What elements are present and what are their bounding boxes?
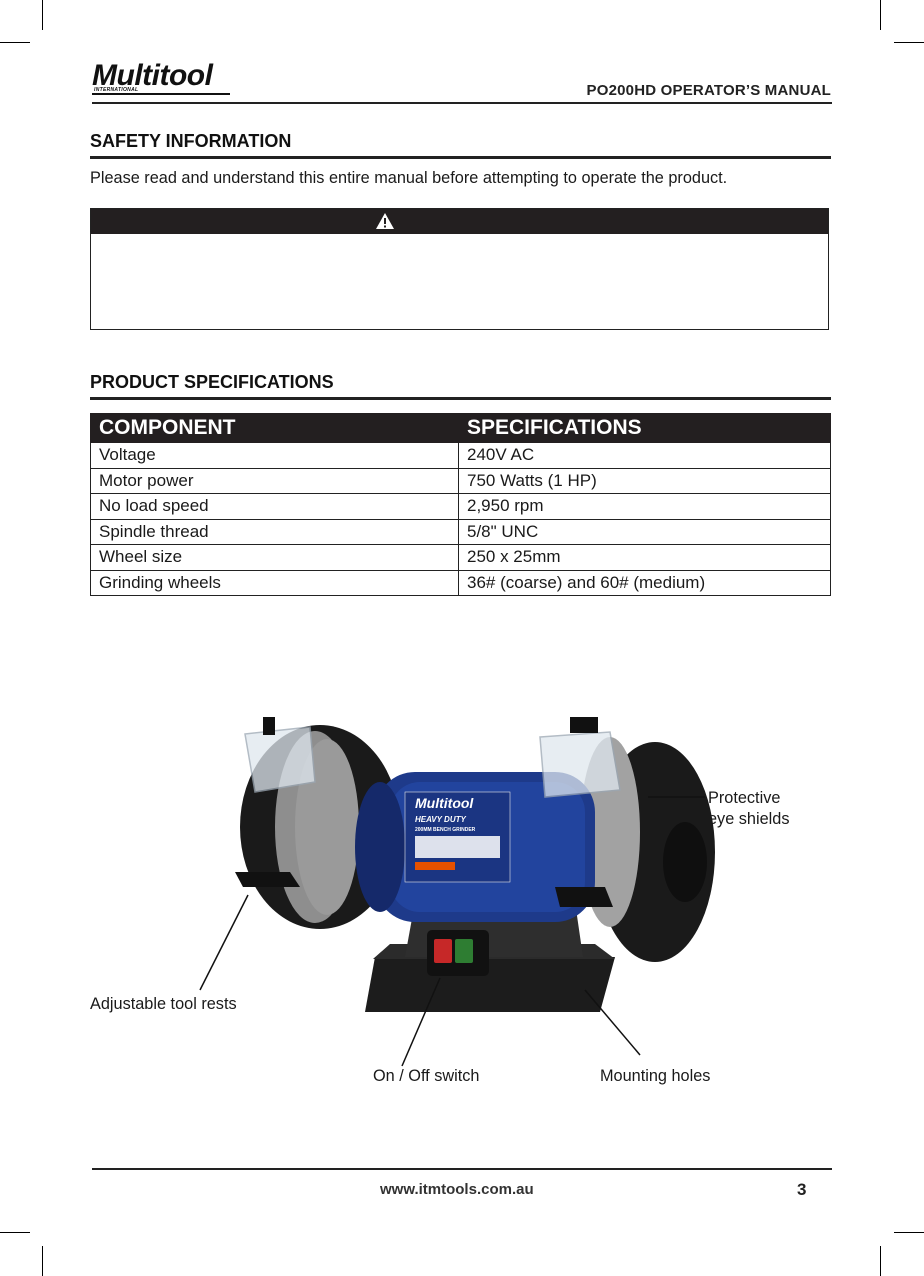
crop-mark: [880, 0, 881, 30]
footer-url: www.itmtools.com.au: [380, 1181, 534, 1198]
component-cell: Spindle thread: [90, 518, 459, 545]
motor-line1: HEAVY DUTY: [415, 815, 466, 824]
left-eye-shield: [244, 726, 316, 793]
on-switch: [455, 939, 473, 963]
crop-mark: [894, 42, 924, 43]
brand-underline: [92, 93, 230, 95]
manual-title: PO200HD OPERATOR’S MANUAL: [586, 82, 831, 99]
callout-eye-shields-line2: eye shields: [708, 810, 790, 828]
table-row: Motor power 750 Watts (1 HP): [90, 467, 831, 494]
section-divider: [90, 156, 831, 159]
component-cell: Voltage: [90, 442, 459, 469]
safety-intro: Please read and understand this entire m…: [90, 169, 728, 187]
callout-eye-shields-line1: Protective: [708, 789, 781, 807]
callout-mounting-holes: Mounting holes: [600, 1067, 711, 1085]
spec-cell: 36# (coarse) and 60# (medium): [458, 569, 831, 596]
component-cell: No load speed: [90, 493, 459, 520]
footer-divider: [92, 1168, 832, 1170]
specifications-table: COMPONENT SPECIFICATIONS Voltage 240V AC…: [90, 413, 831, 596]
spec-cell: 240V AC: [458, 442, 831, 469]
callout-eye-shields: Protective eye shields: [708, 788, 789, 830]
motor-brand: Multitool: [415, 795, 474, 811]
brand-name: Multitool: [92, 59, 213, 92]
column-header-component: COMPONENT: [90, 413, 459, 443]
crop-mark: [42, 1246, 43, 1276]
motor-line2: 200MM BENCH GRINDER: [415, 827, 476, 833]
crop-mark: [880, 1246, 881, 1276]
table-row: Wheel size 250 x 25mm: [90, 544, 831, 571]
header-divider: [92, 102, 832, 104]
grinder-base: [365, 957, 615, 1012]
off-switch: [434, 939, 452, 963]
warning-box: [90, 208, 829, 330]
crop-mark: [894, 1232, 924, 1233]
table-row: No load speed 2,950 rpm: [90, 493, 831, 520]
callout-tool-rests: Adjustable tool rests: [90, 995, 237, 1013]
component-cell: Motor power: [90, 467, 459, 494]
column-header-specifications: SPECIFICATIONS: [458, 413, 831, 443]
brand-sub: INTERNATIONAL: [94, 87, 139, 93]
callout-switch: On / Off switch: [373, 1067, 480, 1085]
crop-mark: [42, 0, 43, 30]
bench-grinder-illustration: Multitool HEAVY DUTY 200MM BENCH GRINDER: [235, 717, 715, 1012]
component-cell: Grinding wheels: [90, 569, 459, 596]
crop-mark: [0, 1232, 30, 1233]
page-number: 3: [797, 1180, 807, 1199]
crop-mark: [0, 42, 30, 43]
right-eye-shield: [539, 731, 621, 798]
section-divider: [90, 397, 831, 400]
table-row: Grinding wheels 36# (coarse) and 60# (me…: [90, 569, 831, 596]
brand-logo: Multitool INTERNATIONAL: [92, 60, 232, 100]
spec-cell: 5/8" UNC: [458, 518, 831, 545]
warning-header: [91, 209, 828, 234]
specs-section-title: PRODUCT SPECIFICATIONS: [90, 372, 334, 392]
spec-cell: 250 x 25mm: [458, 544, 831, 571]
spec-cell: 2,950 rpm: [458, 493, 831, 520]
safety-section-title: SAFETY INFORMATION: [90, 131, 292, 151]
warning-triangle-icon: [376, 213, 394, 229]
table-row: Voltage 240V AC: [90, 442, 831, 469]
table-row: Spindle thread 5/8" UNC: [90, 518, 831, 545]
table-header-row: COMPONENT SPECIFICATIONS: [90, 413, 831, 443]
left-tool-rest: [235, 872, 300, 887]
component-cell: Wheel size: [90, 544, 459, 571]
spec-cell: 750 Watts (1 HP): [458, 467, 831, 494]
right-tool-rest: [555, 887, 613, 907]
